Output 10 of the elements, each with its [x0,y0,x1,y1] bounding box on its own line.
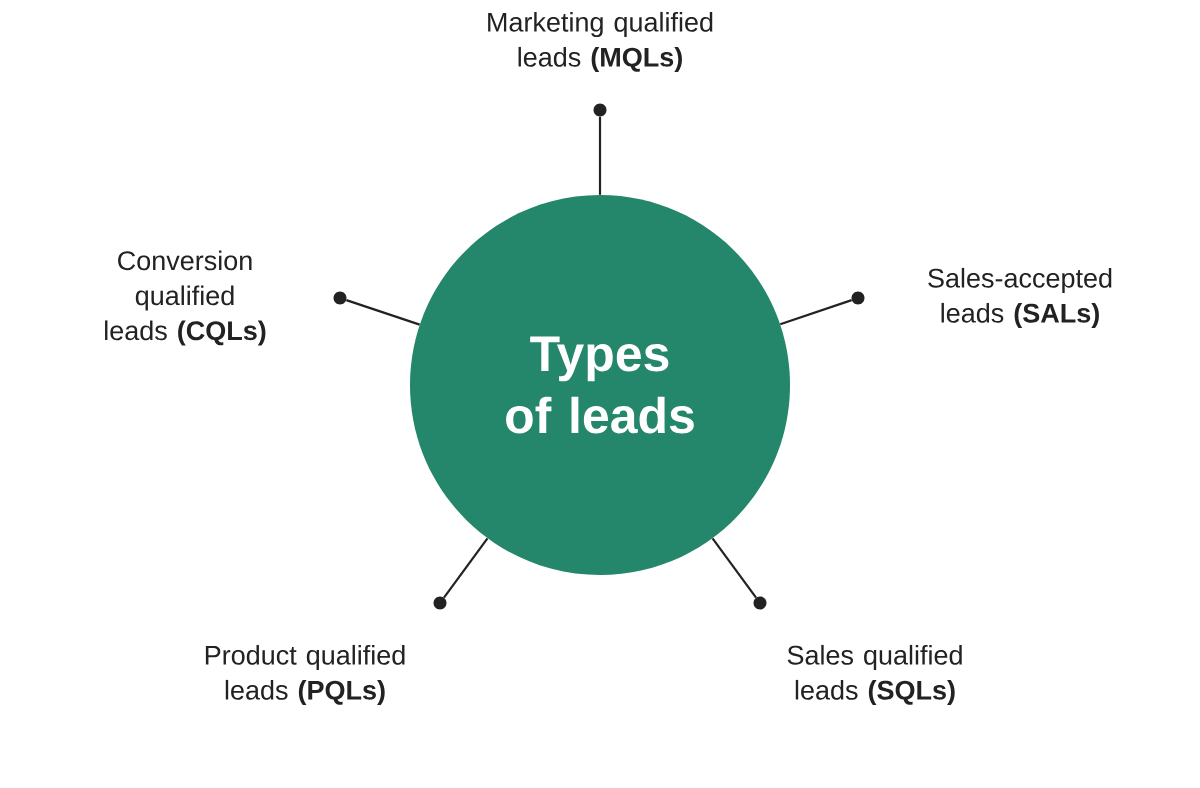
category-label: Marketing qualified leads (MQLs) [488,11,713,73]
category-label: Sales-accepted leads (SALs) [928,267,1112,329]
connector-line [779,299,852,326]
category-label: Sales qualified leads (SQLs) [787,644,962,706]
connector-line [711,537,757,599]
connector-line [598,116,602,195]
connector-line [443,537,489,599]
category-label: Conversion qualified leads (CQLs) [105,250,266,346]
connector-line [346,299,420,326]
category-label: Product qualified leads (PQLs) [205,644,405,706]
